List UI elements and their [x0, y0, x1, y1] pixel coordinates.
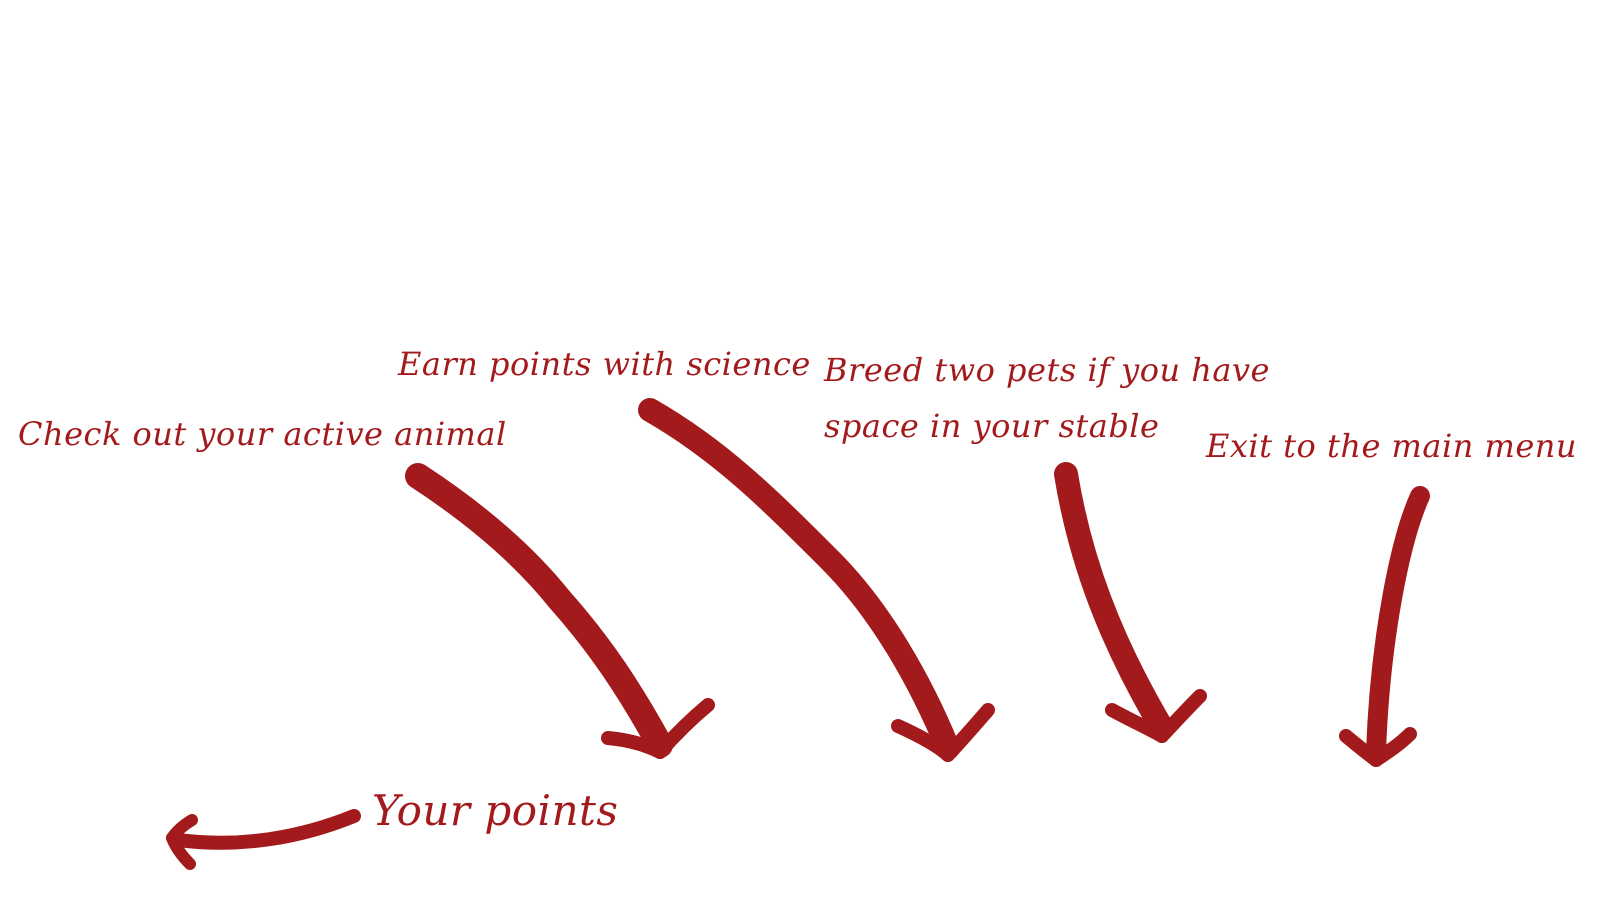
points-hint: Your points	[372, 786, 619, 835]
breed-hint: Breed two pets if you have space in your…	[824, 351, 1270, 445]
arrow-active-animal	[405, 463, 715, 759]
arrow-exit	[1339, 486, 1430, 767]
arrow-science	[638, 398, 995, 762]
arrow-points	[166, 809, 361, 870]
exit-hint: Exit to the main menu	[1206, 427, 1577, 465]
active-animal-hint: Check out your active animal	[18, 415, 507, 453]
arrow-breed	[1054, 462, 1207, 743]
science-hint: Earn points with science	[398, 345, 811, 383]
